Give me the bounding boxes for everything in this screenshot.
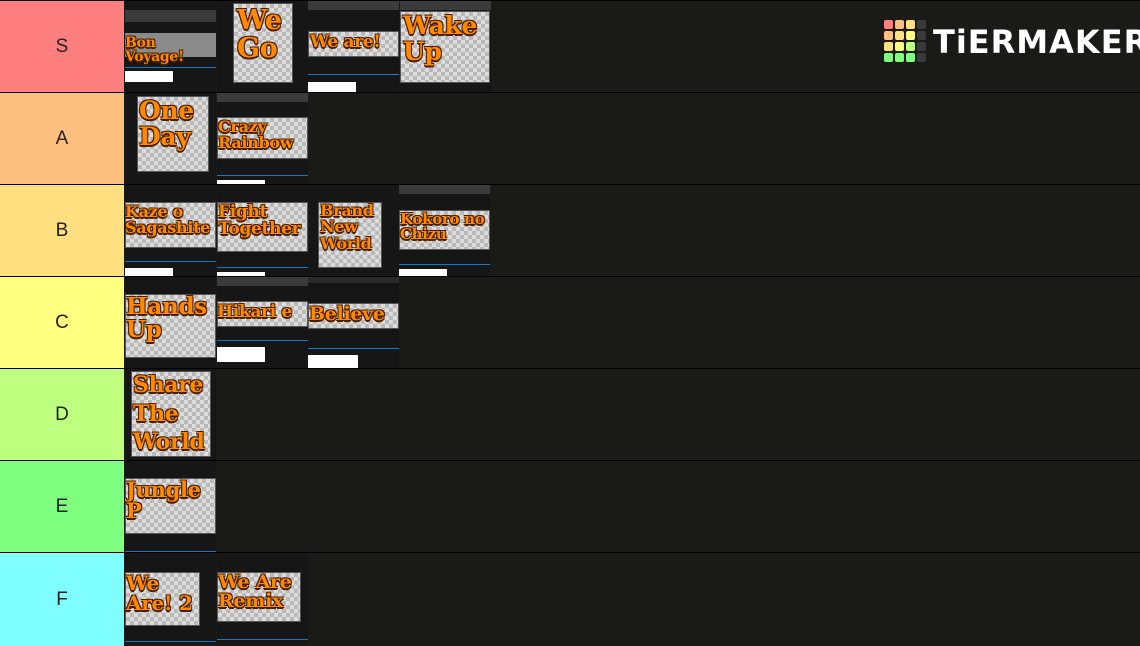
tier-item[interactable]: We are! <box>308 1 399 92</box>
tier-item[interactable]: Kokoro no Chizu <box>399 185 490 276</box>
item-title: Hikari e <box>217 302 293 322</box>
tier-label-d[interactable]: D <box>0 369 124 460</box>
tier-row-a: A One Day Crazy Rainbow <box>0 93 1140 184</box>
tier-item[interactable]: One Day <box>125 93 216 184</box>
tier-item[interactable]: Wake Up <box>400 1 491 92</box>
item-title: Jungle P <box>126 477 201 524</box>
tier-label-s[interactable]: S <box>0 1 124 92</box>
item-title: We Are! 2 <box>126 571 193 616</box>
tier-item[interactable]: We Are Remix <box>217 553 308 644</box>
tier-row-e: E Jungle P <box>0 461 1140 552</box>
tier-label-f[interactable]: F <box>0 553 124 646</box>
item-title: Share The World <box>133 372 205 456</box>
tier-item[interactable]: Fight Together <box>217 185 308 276</box>
item-title: Crazy Rainbow <box>218 117 294 153</box>
tiermaker-logo: TiERMAKER <box>884 20 1140 64</box>
tier-label-a[interactable]: A <box>0 93 124 184</box>
tier-item[interactable]: Brand New World <box>308 185 399 276</box>
tier-row-c: C Hands Up Hikari e Believe <box>0 277 1140 368</box>
tier-item[interactable]: We Are! 2 <box>125 553 216 644</box>
tier-item[interactable]: Hands Up <box>125 277 216 368</box>
item-title: We are! <box>310 32 381 52</box>
logo-grid-icon <box>884 20 926 62</box>
tier-item[interactable]: Hikari e <box>217 277 308 368</box>
tier-item[interactable]: Bon Voyage! <box>125 1 216 92</box>
tier-item[interactable]: Crazy Rainbow <box>217 93 308 184</box>
item-title: Believe <box>309 303 385 325</box>
tier-item[interactable]: Believe <box>308 277 399 368</box>
tier-row-s: S Bon Voyage! We Go We are! Wake Up <box>0 1 1140 92</box>
tier-item[interactable]: Kaze o Sagashite <box>125 185 216 276</box>
item-title: Kokoro no Chizu <box>400 210 485 244</box>
tier-label-b[interactable]: B <box>0 185 124 276</box>
tier-row-f: F We Are! 2 We Are Remix <box>0 553 1140 646</box>
tier-label-e[interactable]: E <box>0 461 124 552</box>
tier-item[interactable]: We Go <box>217 1 308 92</box>
tier-row-d: D Share The World <box>0 369 1140 460</box>
item-title: Brand New World <box>320 201 374 253</box>
item-title: Hands Up <box>126 293 207 344</box>
item-title: Bon Voyage! <box>125 35 184 66</box>
tier-row-b: B Kaze o Sagashite Fight Together Brand … <box>0 185 1140 276</box>
item-title: Fight Together <box>218 202 301 240</box>
item-title: One Day <box>139 96 194 151</box>
item-title: We Go <box>237 5 282 64</box>
item-title: Kaze o Sagashite <box>125 202 211 238</box>
item-title: We Are Remix <box>218 571 292 613</box>
tier-item[interactable]: Jungle P <box>125 461 216 552</box>
item-title: Wake Up <box>403 11 478 66</box>
tier-label-c[interactable]: C <box>0 277 124 368</box>
tier-item[interactable]: Share The World <box>125 369 216 460</box>
logo-text: TiERMAKER <box>933 23 1140 61</box>
